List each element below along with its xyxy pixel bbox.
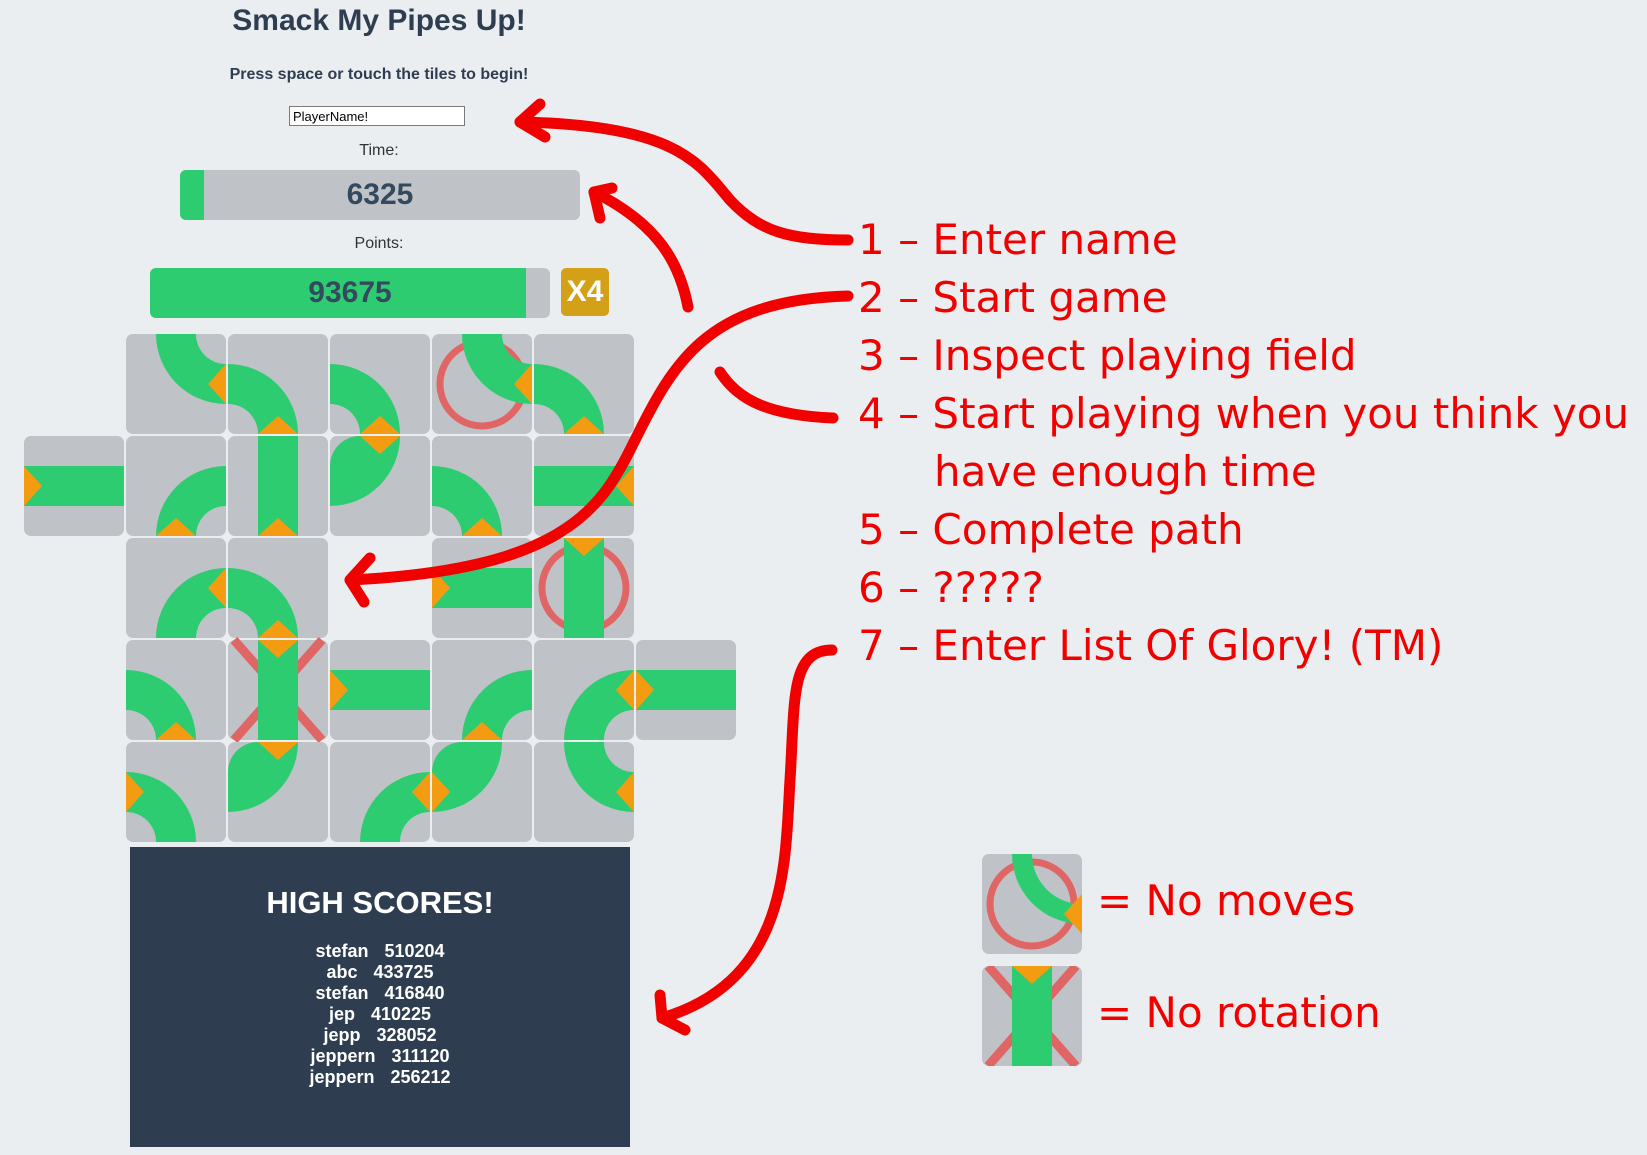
- tile-r4-c4[interactable]: [432, 742, 532, 842]
- tile-r1-c3[interactable]: [330, 436, 430, 536]
- tile-r3-c5[interactable]: [534, 640, 634, 740]
- tile-r1-c2[interactable]: [228, 436, 328, 536]
- instruction-step: 5 – Complete path: [858, 505, 1244, 554]
- time-label: Time:: [359, 142, 399, 159]
- instruction-step: 6 – ?????: [858, 563, 1044, 612]
- highscore-score: 256212: [390, 1067, 451, 1087]
- points-label: Points:: [354, 235, 404, 252]
- instruction-step: 1 – Enter name: [858, 215, 1178, 264]
- instruction-step: 7 – Enter List Of Glory! (TM): [858, 621, 1444, 670]
- highscores-panel: HIGH SCORES! stefan 510204 abc 433725 stef…: [130, 847, 630, 1147]
- instruction-step: have enough time: [934, 447, 1317, 496]
- highscores-list: stefan 510204 abc 433725 stefan 416840 jep 4…: [130, 941, 630, 1088]
- tile-r4-c3[interactable]: [330, 742, 430, 842]
- legend-no-moves-label: = No moves: [1097, 876, 1356, 925]
- highscore-name: jeppern: [309, 1067, 375, 1087]
- highscore-row: jep 410225: [130, 1004, 630, 1025]
- highscore-name: jep: [328, 1004, 355, 1024]
- tile-r3-c1[interactable]: [126, 640, 226, 740]
- time-bar: 6325: [180, 170, 580, 220]
- highscore-row: abc 433725: [130, 962, 630, 983]
- tile-r1-c5[interactable]: [534, 436, 634, 536]
- tile-r2-c4[interactable]: [432, 538, 532, 638]
- tile-r3-c6[interactable]: [636, 640, 736, 740]
- tile-r4-c5[interactable]: [534, 742, 634, 842]
- highscore-score: 433725: [373, 962, 434, 982]
- tile-r4-c2[interactable]: [228, 742, 328, 842]
- tile-r2-c1[interactable]: [126, 538, 226, 638]
- highscore-row: jeppern 311120: [130, 1046, 630, 1067]
- legend-no-moves-tile: [982, 854, 1082, 954]
- time-value: 6325: [346, 178, 414, 211]
- highscore-name: stefan: [315, 941, 369, 961]
- time-bar-fill: [180, 170, 204, 220]
- highscore-score: 410225: [370, 1004, 432, 1024]
- tile-r2-c5[interactable]: [534, 538, 634, 638]
- start-hint: Press space or touch the tiles to begin!: [229, 66, 529, 83]
- tile-r2-c2[interactable]: [228, 538, 328, 638]
- highscore-score: 416840: [384, 983, 445, 1003]
- highscore-score: 311120: [391, 1046, 450, 1066]
- page-title: Smack My Pipes Up!: [232, 4, 526, 37]
- tile-r1-c1[interactable]: [126, 436, 226, 536]
- tile-r3-c2[interactable]: [228, 637, 328, 743]
- instruction-step: 4 – Start playing when you think you: [858, 389, 1630, 438]
- highscore-name: abc: [326, 962, 358, 982]
- highscore-row: jeppern 256212: [130, 1067, 630, 1088]
- highscore-row: stefan 416840: [130, 983, 630, 1004]
- tile-r3-c4[interactable]: [432, 640, 532, 740]
- instruction-step: 3 – Inspect playing field: [858, 331, 1357, 380]
- highscore-score: 328052: [376, 1025, 437, 1045]
- highscore-name: jepp: [323, 1025, 361, 1045]
- instruction-step: 2 – Start game: [858, 273, 1168, 322]
- legend-no-rotation-label: = No rotation: [1097, 988, 1381, 1037]
- tile-r4-c1[interactable]: [126, 742, 226, 842]
- highscore-score: 510204: [384, 941, 445, 961]
- tile-r0-c5[interactable]: [534, 334, 634, 434]
- highscore-name: jeppern: [310, 1046, 376, 1066]
- legend-no-rotation-tile: [982, 966, 1082, 1066]
- tile-r0-c3[interactable]: [330, 334, 430, 434]
- highscores-title: HIGH SCORES!: [266, 885, 494, 920]
- tile-r1-c0[interactable]: [24, 436, 124, 536]
- highscore-row: jepp 328052: [130, 1025, 630, 1046]
- highscore-name: stefan: [315, 983, 369, 1003]
- tile-r3-c3[interactable]: [330, 640, 430, 740]
- tile-r0-c1[interactable]: [126, 334, 226, 434]
- tile-r0-c4[interactable]: [432, 334, 532, 434]
- tile-r1-c4[interactable]: [432, 436, 532, 536]
- tile-r0-c2[interactable]: [228, 334, 328, 434]
- player-name-input[interactable]: [289, 106, 465, 126]
- highscore-row: stefan 510204: [130, 941, 630, 962]
